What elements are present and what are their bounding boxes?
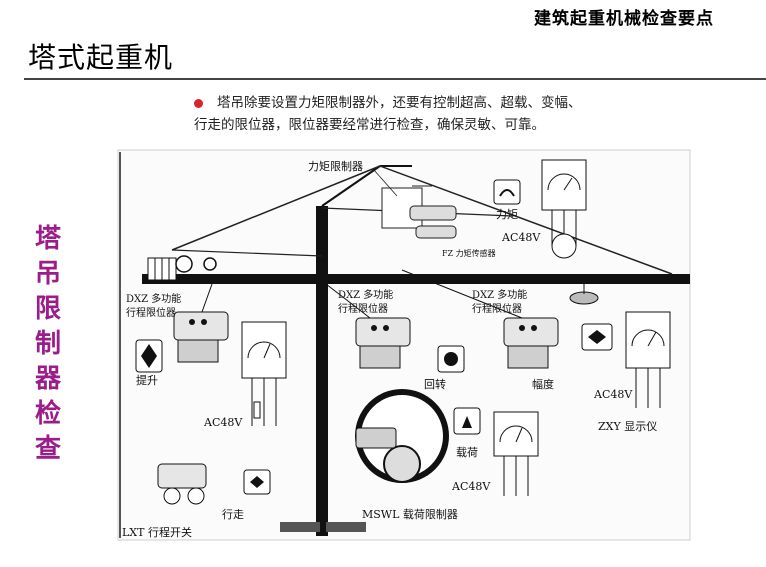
load-icon-glyph — [462, 416, 472, 428]
resistor — [253, 401, 261, 419]
label-hoist: 提升 — [136, 374, 158, 387]
amplitude-icon-glyph — [588, 330, 606, 344]
intro-text: 塔吊除要设置力矩限制器外，还要有控制超高、超载、变幅、 行走的限位器，限位器要经… — [194, 92, 664, 136]
tower-peak — [321, 165, 381, 207]
torque-sensor-body — [415, 225, 457, 239]
side-caption-char: 制 — [34, 329, 61, 359]
side-caption-char: 限 — [34, 294, 61, 324]
side-caption-char: 吊 — [34, 259, 61, 289]
meter-needle — [563, 177, 573, 191]
meter-needle — [647, 331, 657, 347]
label-lxt-switch: LXT 行程开关 — [122, 525, 192, 539]
slewing-sheave — [203, 257, 217, 271]
meter-dial — [547, 173, 581, 191]
header-note: 建筑起重机械检查要点 — [534, 9, 714, 29]
load-limiter-sensor — [383, 445, 421, 483]
crane-tower-mast — [316, 206, 328, 536]
label-ac48v-bottom: AC48V — [451, 480, 491, 493]
torque-display-meter — [541, 159, 587, 211]
bullet-dot-icon — [194, 99, 203, 108]
label-mswl-limiter: MSWL 载荷限制器 — [362, 508, 458, 521]
meter-needle — [515, 427, 523, 443]
slewing-icon-glyph — [444, 352, 458, 366]
label-dxz-left-1: DXZ 多功能 — [126, 292, 181, 305]
side-caption-char: 检 — [34, 399, 61, 429]
crane-jib — [142, 274, 690, 284]
hoist-drum — [175, 255, 193, 273]
tower-base-right — [326, 522, 366, 532]
side-caption-char: 器 — [34, 364, 61, 394]
label-ac48v-left: AC48V — [203, 416, 243, 429]
label-amplitude: 幅度 — [532, 377, 554, 391]
limit-switch-middle — [355, 317, 411, 369]
label-dxz-right-2: 行程限位器 — [472, 302, 522, 315]
label-load: 载荷 — [456, 446, 478, 459]
switch-link — [325, 283, 371, 319]
tower-base-left — [280, 522, 320, 532]
side-caption: 塔 吊 限 制 器 检 查 — [28, 222, 68, 467]
meter-plug — [551, 233, 577, 259]
limit-switch-left — [173, 311, 229, 363]
torque-icon-arc — [499, 189, 515, 197]
label-slewing: 回转 — [424, 377, 446, 391]
meter-dial — [247, 341, 281, 359]
label-torque-limiter: 力矩限制器 — [308, 160, 363, 173]
travel-limit-switch — [157, 463, 207, 505]
hoist-meter — [241, 321, 287, 379]
jib-stay — [379, 165, 673, 275]
label-ac48v-right: AC48V — [593, 388, 633, 401]
label-dxz-mid-1: DXZ 多功能 — [338, 288, 393, 301]
leader-line — [373, 169, 398, 197]
counter-jib-cable — [171, 249, 323, 257]
travel-icon-glyph — [250, 476, 264, 488]
label-dxz-left-2: 行程限位器 — [126, 306, 176, 319]
load-meter — [493, 411, 539, 457]
tower-crane-limiter-diagram: 力矩限制器 力矩 AC48V FZ 力矩传感器 DXZ 多功能 行程限位器 DX… — [117, 149, 691, 541]
label-fz-torque: FZ 力矩传感器 — [442, 248, 496, 258]
label-zxy-display: ZXY 显示仪 — [598, 420, 657, 433]
load-limiter-mount — [355, 427, 397, 449]
label-ac48v-top: AC48V — [501, 231, 541, 244]
torque-icon — [493, 179, 521, 205]
torque-limiter-body — [409, 205, 457, 221]
meter-dial — [631, 329, 665, 347]
switch-link — [201, 283, 213, 313]
limit-switch-right — [503, 317, 559, 369]
counter-jib-stay — [171, 165, 381, 251]
slide-title: 塔式起重机 — [28, 41, 174, 74]
title-divider — [24, 78, 766, 80]
label-dxz-right-1: DXZ 多功能 — [472, 288, 527, 301]
side-caption-char: 塔 — [34, 224, 61, 254]
meter-dial — [499, 425, 533, 443]
switch-link — [401, 269, 523, 319]
meter-needle — [263, 343, 271, 359]
label-dxz-mid-2: 行程限位器 — [338, 302, 388, 315]
intro-line-1: 塔吊除要设置力矩限制器外，还要有控制超高、超载、变幅、 — [217, 95, 582, 111]
hoist-icon-glyph — [141, 344, 157, 368]
side-caption-char: 查 — [34, 434, 61, 464]
label-torque: 力矩 — [496, 208, 518, 221]
label-travel: 行走 — [222, 508, 244, 521]
intro-line-2: 行走的限位器，限位器要经常进行检查，确保灵敏、可靠。 — [194, 117, 545, 133]
